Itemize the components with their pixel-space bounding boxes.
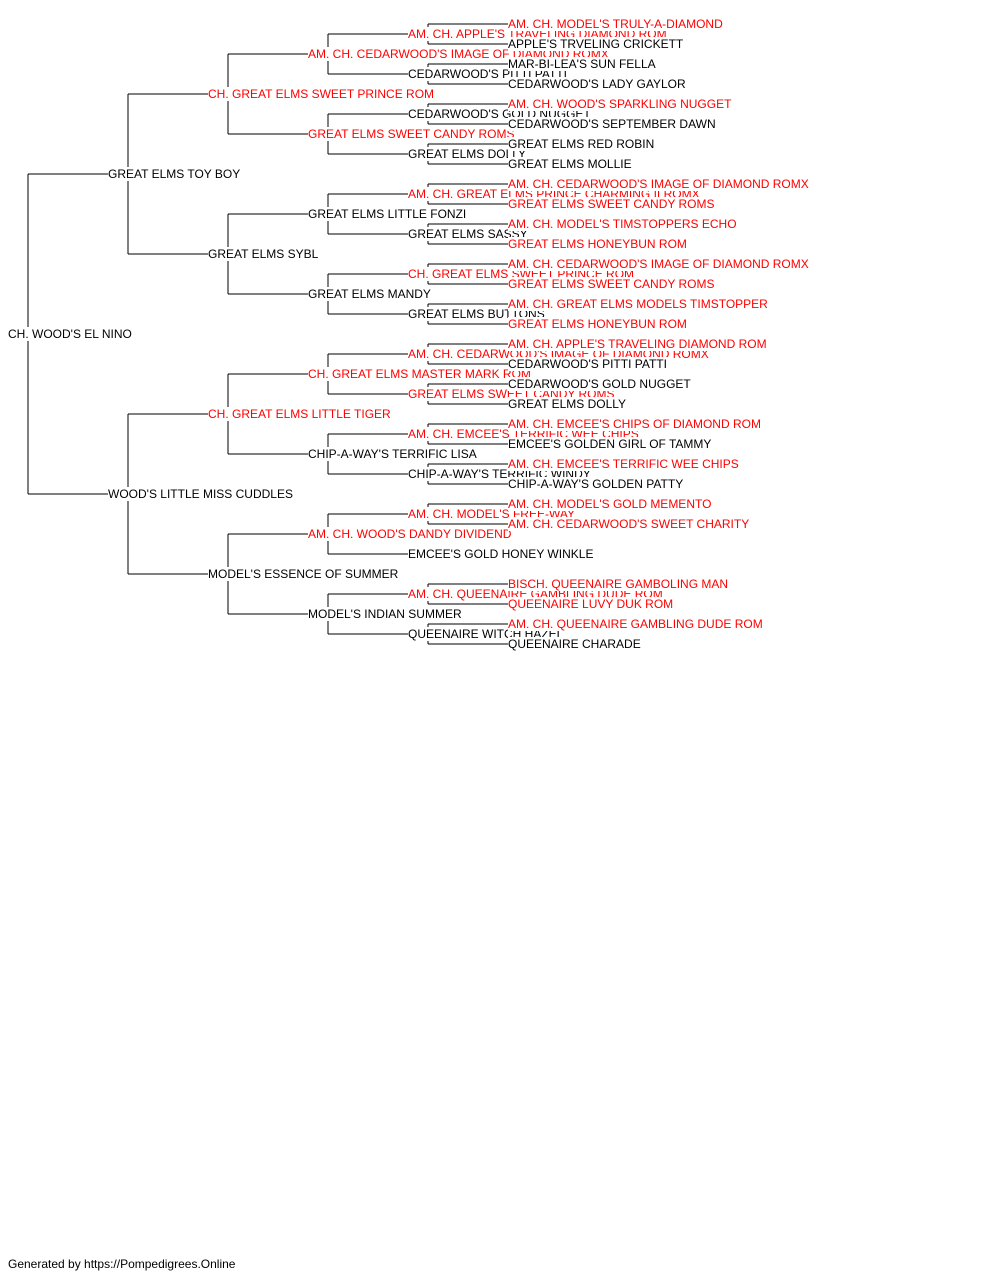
pedigree-entry-gen5: CEDARWOOD'S PITTI PATTI [508,357,668,371]
pedigree-entry-gen5: GREAT ELMS RED ROBIN [508,137,656,151]
pedigree-entry-gen5: GREAT ELMS SWEET CANDY ROMS [508,277,716,291]
pedigree-entry-gen3: AM. CH. WOOD'S DANDY DIVIDEND [308,527,513,541]
pedigree-entry-gen5: CEDARWOOD'S SEPTEMBER DAWN [508,117,717,131]
pedigree-entry-gen5: QUEENAIRE LUVY DUK ROM [508,597,675,611]
pedigree-entry-gen5: AM. CH. EMCEE'S CHIPS OF DIAMOND ROM [508,417,762,431]
pedigree-entry-gen1: WOOD'S LITTLE MISS CUDDLES [108,487,294,501]
pedigree-entry-gen5: AM. CH. MODEL'S TRULY-A-DIAMOND [508,17,724,31]
pedigree-entry-gen5: MAR-BI-LEA'S SUN FELLA [508,57,657,71]
pedigree-entry-gen2: CH. GREAT ELMS LITTLE TIGER [208,407,392,421]
pedigree-entry-gen4: EMCEE'S GOLD HONEY WINKLE [408,547,595,561]
pedigree-entry-gen5: CEDARWOOD'S GOLD NUGGET [508,377,692,391]
pedigree-entry-gen5: GREAT ELMS SWEET CANDY ROMS [508,197,716,211]
pedigree-entry-gen2: MODEL'S ESSENCE OF SUMMER [208,567,400,581]
pedigree-entry-gen0: CH. WOOD'S EL NINO [8,327,133,341]
pedigree-entry-gen5: AM. CH. MODEL'S TIMSTOPPERS ECHO [508,217,738,231]
pedigree-entry-gen3: GREAT ELMS MANDY [308,287,432,301]
pedigree-entry-gen5: CHIP-A-WAY'S GOLDEN PATTY [508,477,685,491]
pedigree-entry-gen5: AM. CH. QUEENAIRE GAMBLING DUDE ROM [508,617,764,631]
pedigree-entry-gen5: EMCEE'S GOLDEN GIRL OF TAMMY [508,437,713,451]
pedigree-entry-gen5: BISCH. QUEENAIRE GAMBOLING MAN [508,577,730,591]
pedigree-entry-gen5: AM. CH. MODEL'S GOLD MEMENTO [508,497,713,511]
pedigree-entry-gen5: GREAT ELMS MOLLIE [508,157,633,171]
footer-credit: Generated by https://Pompedigrees.Online [8,1257,236,1271]
pedigree-entry-gen3: GREAT ELMS LITTLE FONZI [308,207,468,221]
pedigree-entry-gen5: AM. CH. CEDARWOOD'S SWEET CHARITY [508,517,751,531]
pedigree-entry-gen5: APPLE'S TRVELING CRICKETT [508,37,685,51]
pedigree-entry-gen5: AM. CH. APPLE'S TRAVELING DIAMOND ROM [508,337,768,351]
pedigree-entry-gen4: GREAT ELMS SASSY [408,227,529,241]
pedigree-entry-gen3: CHIP-A-WAY'S TERRIFIC LISA [308,447,478,461]
pedigree-entry-gen3: GREAT ELMS SWEET CANDY ROMS [308,127,516,141]
pedigree-entry-gen2: CH. GREAT ELMS SWEET PRINCE ROM [208,87,436,101]
pedigree-entry-gen5: GREAT ELMS HONEYBUN ROM [508,237,688,251]
pedigree-entry-gen5: AM. CH. CEDARWOOD'S IMAGE OF DIAMOND ROM… [508,177,810,191]
pedigree-entry-gen5: AM. CH. EMCEE'S TERRIFIC WEE CHIPS [508,457,740,471]
pedigree-entry-gen3: CH. GREAT ELMS MASTER MARK ROM [308,367,532,381]
pedigree-entry-gen2: GREAT ELMS SYBL [208,247,320,261]
pedigree-entry-gen1: GREAT ELMS TOY BOY [108,167,242,181]
pedigree-entry-gen5: AM. CH. CEDARWOOD'S IMAGE OF DIAMOND ROM… [508,257,810,271]
pedigree-entry-gen4: GREAT ELMS DOLLY [408,147,528,161]
pedigree-entry-gen3: MODEL'S INDIAN SUMMER [308,607,463,621]
pedigree-entry-gen5: GREAT ELMS HONEYBUN ROM [508,317,688,331]
pedigree-entry-gen5: AM. CH. GREAT ELMS MODELS TIMSTOPPER [508,297,769,311]
pedigree-entry-gen5: GREAT ELMS DOLLY [508,397,628,411]
pedigree-entry-gen5: AM. CH. WOOD'S SPARKLING NUGGET [508,97,733,111]
pedigree-entry-gen5: QUEENAIRE CHARADE [508,637,642,651]
pedigree-entry-gen5: CEDARWOOD'S LADY GAYLOR [508,77,687,91]
